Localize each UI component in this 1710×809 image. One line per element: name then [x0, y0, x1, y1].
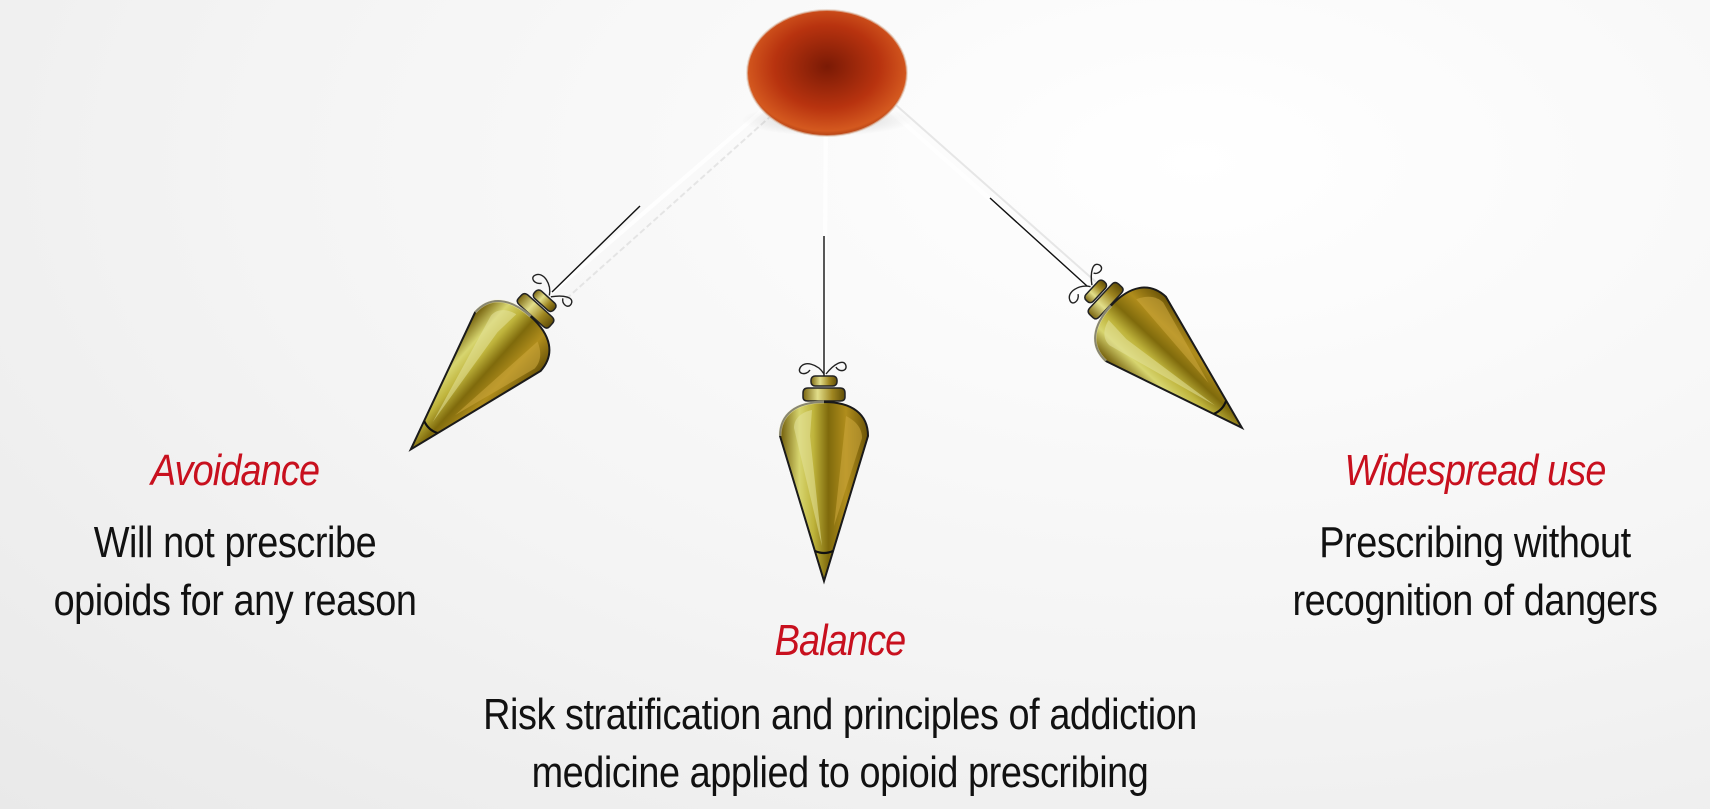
pivot-knob	[742, 9, 912, 137]
avoidance-group: Avoidance Will not prescribe opioids for…	[0, 446, 470, 630]
pendulum-bob-right	[1050, 244, 1274, 462]
balance-title: Balance	[774, 616, 907, 665]
balance-line-1: Risk stratification and principles of ad…	[483, 690, 1197, 739]
avoidance-line-2: opioids for any reason	[53, 576, 417, 625]
pendulum-bob-center	[778, 360, 870, 583]
widespread-use-line-1: Prescribing without	[1319, 518, 1631, 567]
widespread-use-line-2: recognition of dangers	[1292, 576, 1658, 625]
avoidance-line-1: Will not prescribe	[93, 518, 377, 567]
widespread-use-title: Widespread use	[1344, 446, 1606, 495]
balance-description: Risk stratification and principles of ad…	[401, 686, 1278, 802]
balance-group: Balance Risk stratification and principl…	[330, 616, 1350, 802]
pendulum-strings	[548, 97, 1097, 381]
avoidance-description: Will not prescribe opioids for any reaso…	[33, 514, 437, 630]
widespread-use-group: Widespread use Prescribing without recog…	[1240, 446, 1710, 630]
widespread-use-description: Prescribing without recognition of dange…	[1273, 514, 1677, 630]
balance-line-2: medicine applied to opioid prescribing	[531, 748, 1149, 797]
avoidance-title: Avoidance	[150, 446, 320, 495]
